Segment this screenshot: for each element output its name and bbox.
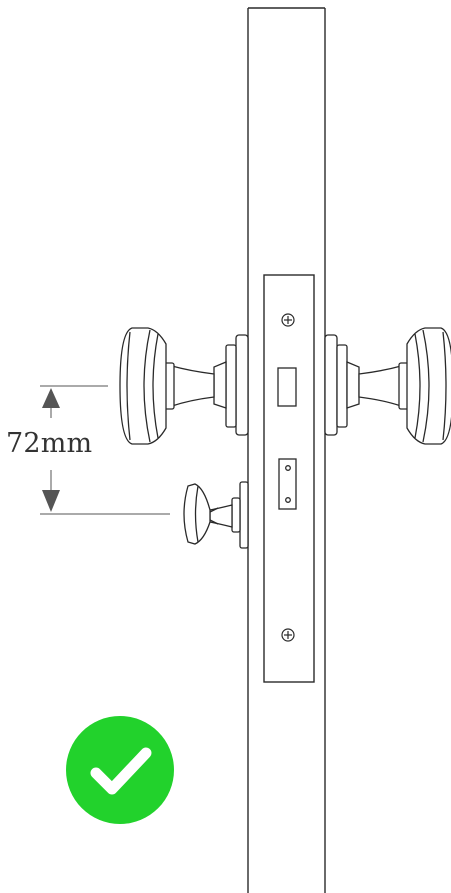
right-door-knob bbox=[324, 327, 451, 445]
latch-bolt bbox=[277, 367, 297, 407]
checkmark-badge bbox=[66, 716, 174, 824]
dimension-arrow-up-icon bbox=[42, 388, 60, 408]
dimension-label: 72mm bbox=[6, 428, 93, 459]
top-screw-icon bbox=[281, 313, 295, 327]
bottom-screw-icon bbox=[281, 628, 295, 642]
checkmark-icon bbox=[90, 747, 152, 795]
dimension-arrow-down-icon bbox=[42, 490, 60, 512]
thumbturn bbox=[183, 481, 249, 549]
thumbturn-follower bbox=[278, 458, 297, 510]
door-slab bbox=[247, 7, 326, 893]
left-door-knob bbox=[119, 327, 249, 445]
